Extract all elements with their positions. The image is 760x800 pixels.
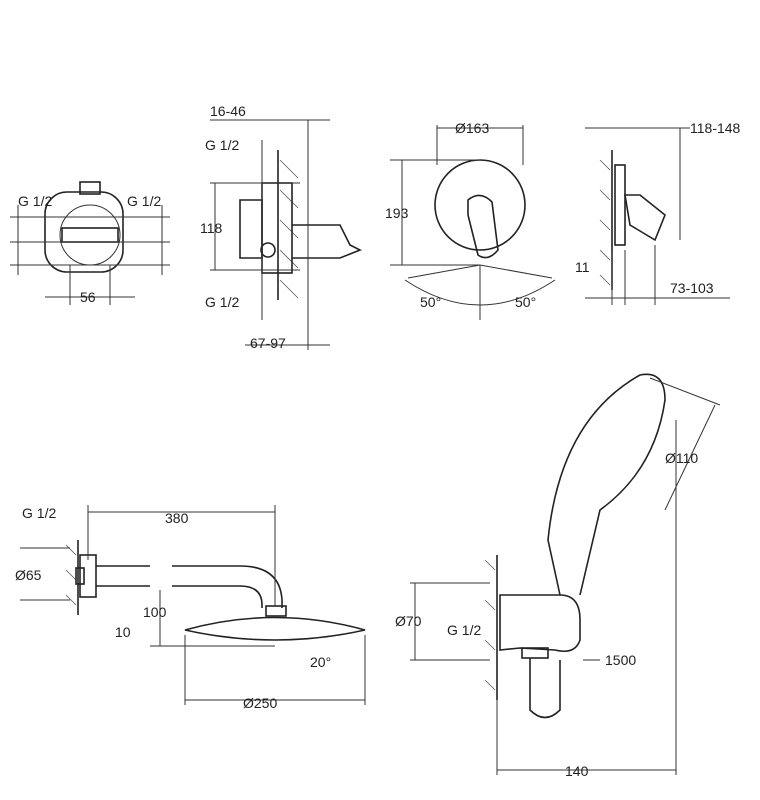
dimension-label: 193: [385, 205, 409, 221]
thread-label: G 1/2: [22, 505, 56, 521]
head-shower-view: G 1/2 380 Ø65 100 10 20° Ø250: [15, 505, 366, 711]
valve-side-view: 16-46 G 1/2 118 G 1/2 67-97: [200, 103, 362, 351]
dimension-label: 11: [575, 259, 590, 275]
dimension-label: 140: [565, 763, 589, 779]
thread-label: G 1/2: [205, 294, 239, 310]
dimension-label: 73-103: [670, 280, 714, 296]
dimension-label: Ø250: [243, 695, 277, 711]
dimension-label: 67-97: [250, 335, 286, 351]
dimension-label: 10: [115, 624, 131, 640]
dimension-label: 100: [143, 604, 167, 620]
dimension-label: 1500: [605, 652, 636, 668]
angle-label: 50°: [420, 294, 441, 310]
dimension-label: Ø110: [665, 450, 698, 466]
trim-front-view: Ø163 193 50° 50°: [385, 120, 556, 320]
dimension-label: 16-46: [210, 103, 246, 119]
dimension-label: Ø163: [455, 120, 489, 136]
dimension-label: 56: [80, 289, 96, 305]
thread-label: G 1/2: [18, 193, 52, 209]
dimension-label: Ø70: [395, 613, 422, 629]
hand-shower-view: Ø110 Ø70 G 1/2 1500 140: [395, 373, 721, 779]
thread-label: G 1/2: [127, 193, 161, 209]
trim-side-view: 118-148 11 73-103: [575, 120, 741, 305]
angle-label: 50°: [515, 294, 536, 310]
dimension-label: 118-148: [690, 120, 741, 136]
valve-front-view: G 1/2 G 1/2 56: [10, 181, 170, 305]
thread-label: G 1/2: [447, 622, 481, 638]
dimension-label: Ø65: [15, 567, 42, 583]
angle-label: 20°: [310, 654, 331, 670]
thread-label: G 1/2: [205, 137, 239, 153]
dimension-label: 118: [200, 220, 223, 236]
dimension-label: 380: [165, 510, 189, 526]
